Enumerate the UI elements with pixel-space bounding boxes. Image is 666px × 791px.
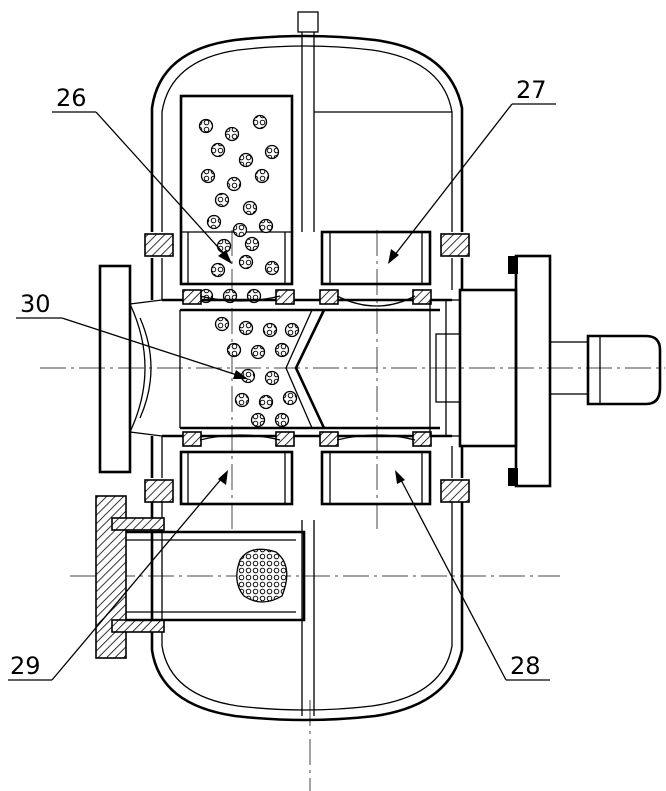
packing-ball	[210, 142, 226, 158]
packing-ball	[238, 320, 254, 336]
partition-plate	[301, 40, 315, 716]
shell-flanges	[144, 233, 470, 503]
packing-ball	[258, 218, 274, 234]
label-30: 30	[20, 290, 51, 318]
packing-ball	[244, 236, 260, 252]
packing-ball	[200, 168, 216, 184]
packing-ball	[262, 322, 278, 338]
label-26: 26	[56, 84, 87, 112]
packing-ball	[264, 144, 280, 160]
packing-ball	[282, 390, 298, 406]
right-outlet-assembly	[429, 254, 662, 488]
packing-ball	[216, 238, 232, 254]
packing-ball	[250, 344, 266, 360]
horizontal-channel	[162, 289, 452, 447]
packing-ball	[210, 262, 226, 278]
lower-cylinders	[179, 450, 432, 506]
packing-ball	[214, 192, 230, 208]
packing-ball	[274, 342, 290, 358]
packing-ball	[254, 168, 270, 184]
packing-ball	[252, 114, 268, 130]
vessel-shell	[150, 11, 464, 722]
reference-labels: 26 27 30 29 28	[10, 76, 547, 680]
lower-inlet-pipe	[95, 495, 306, 659]
packing-basket	[179, 94, 294, 304]
packing-ball	[234, 392, 250, 408]
packing-ball	[232, 222, 248, 238]
packing-ball	[264, 370, 280, 386]
packing-ball	[198, 118, 214, 134]
packing-ball	[242, 200, 258, 216]
left-inlet-flange	[98, 264, 163, 474]
packing-ball	[226, 342, 242, 358]
packing-balls	[198, 114, 280, 304]
packing-ball	[284, 322, 300, 338]
leader-lines	[8, 103, 556, 681]
label-27: 27	[516, 76, 547, 104]
packing-ball	[206, 214, 222, 230]
packing-ball	[258, 394, 274, 410]
packing-ball	[238, 152, 254, 168]
packing-balls-channel	[214, 316, 300, 428]
packing-ball	[274, 412, 290, 428]
packing-ball	[264, 260, 280, 276]
packing-ball	[226, 176, 242, 192]
packing-ball	[250, 412, 266, 428]
upper-right-chamber	[314, 111, 452, 286]
packing-ball	[214, 316, 230, 332]
label-29: 29	[10, 652, 41, 680]
label-28: 28	[510, 652, 541, 680]
packing-ball	[238, 254, 254, 270]
packing-ball	[224, 126, 240, 142]
